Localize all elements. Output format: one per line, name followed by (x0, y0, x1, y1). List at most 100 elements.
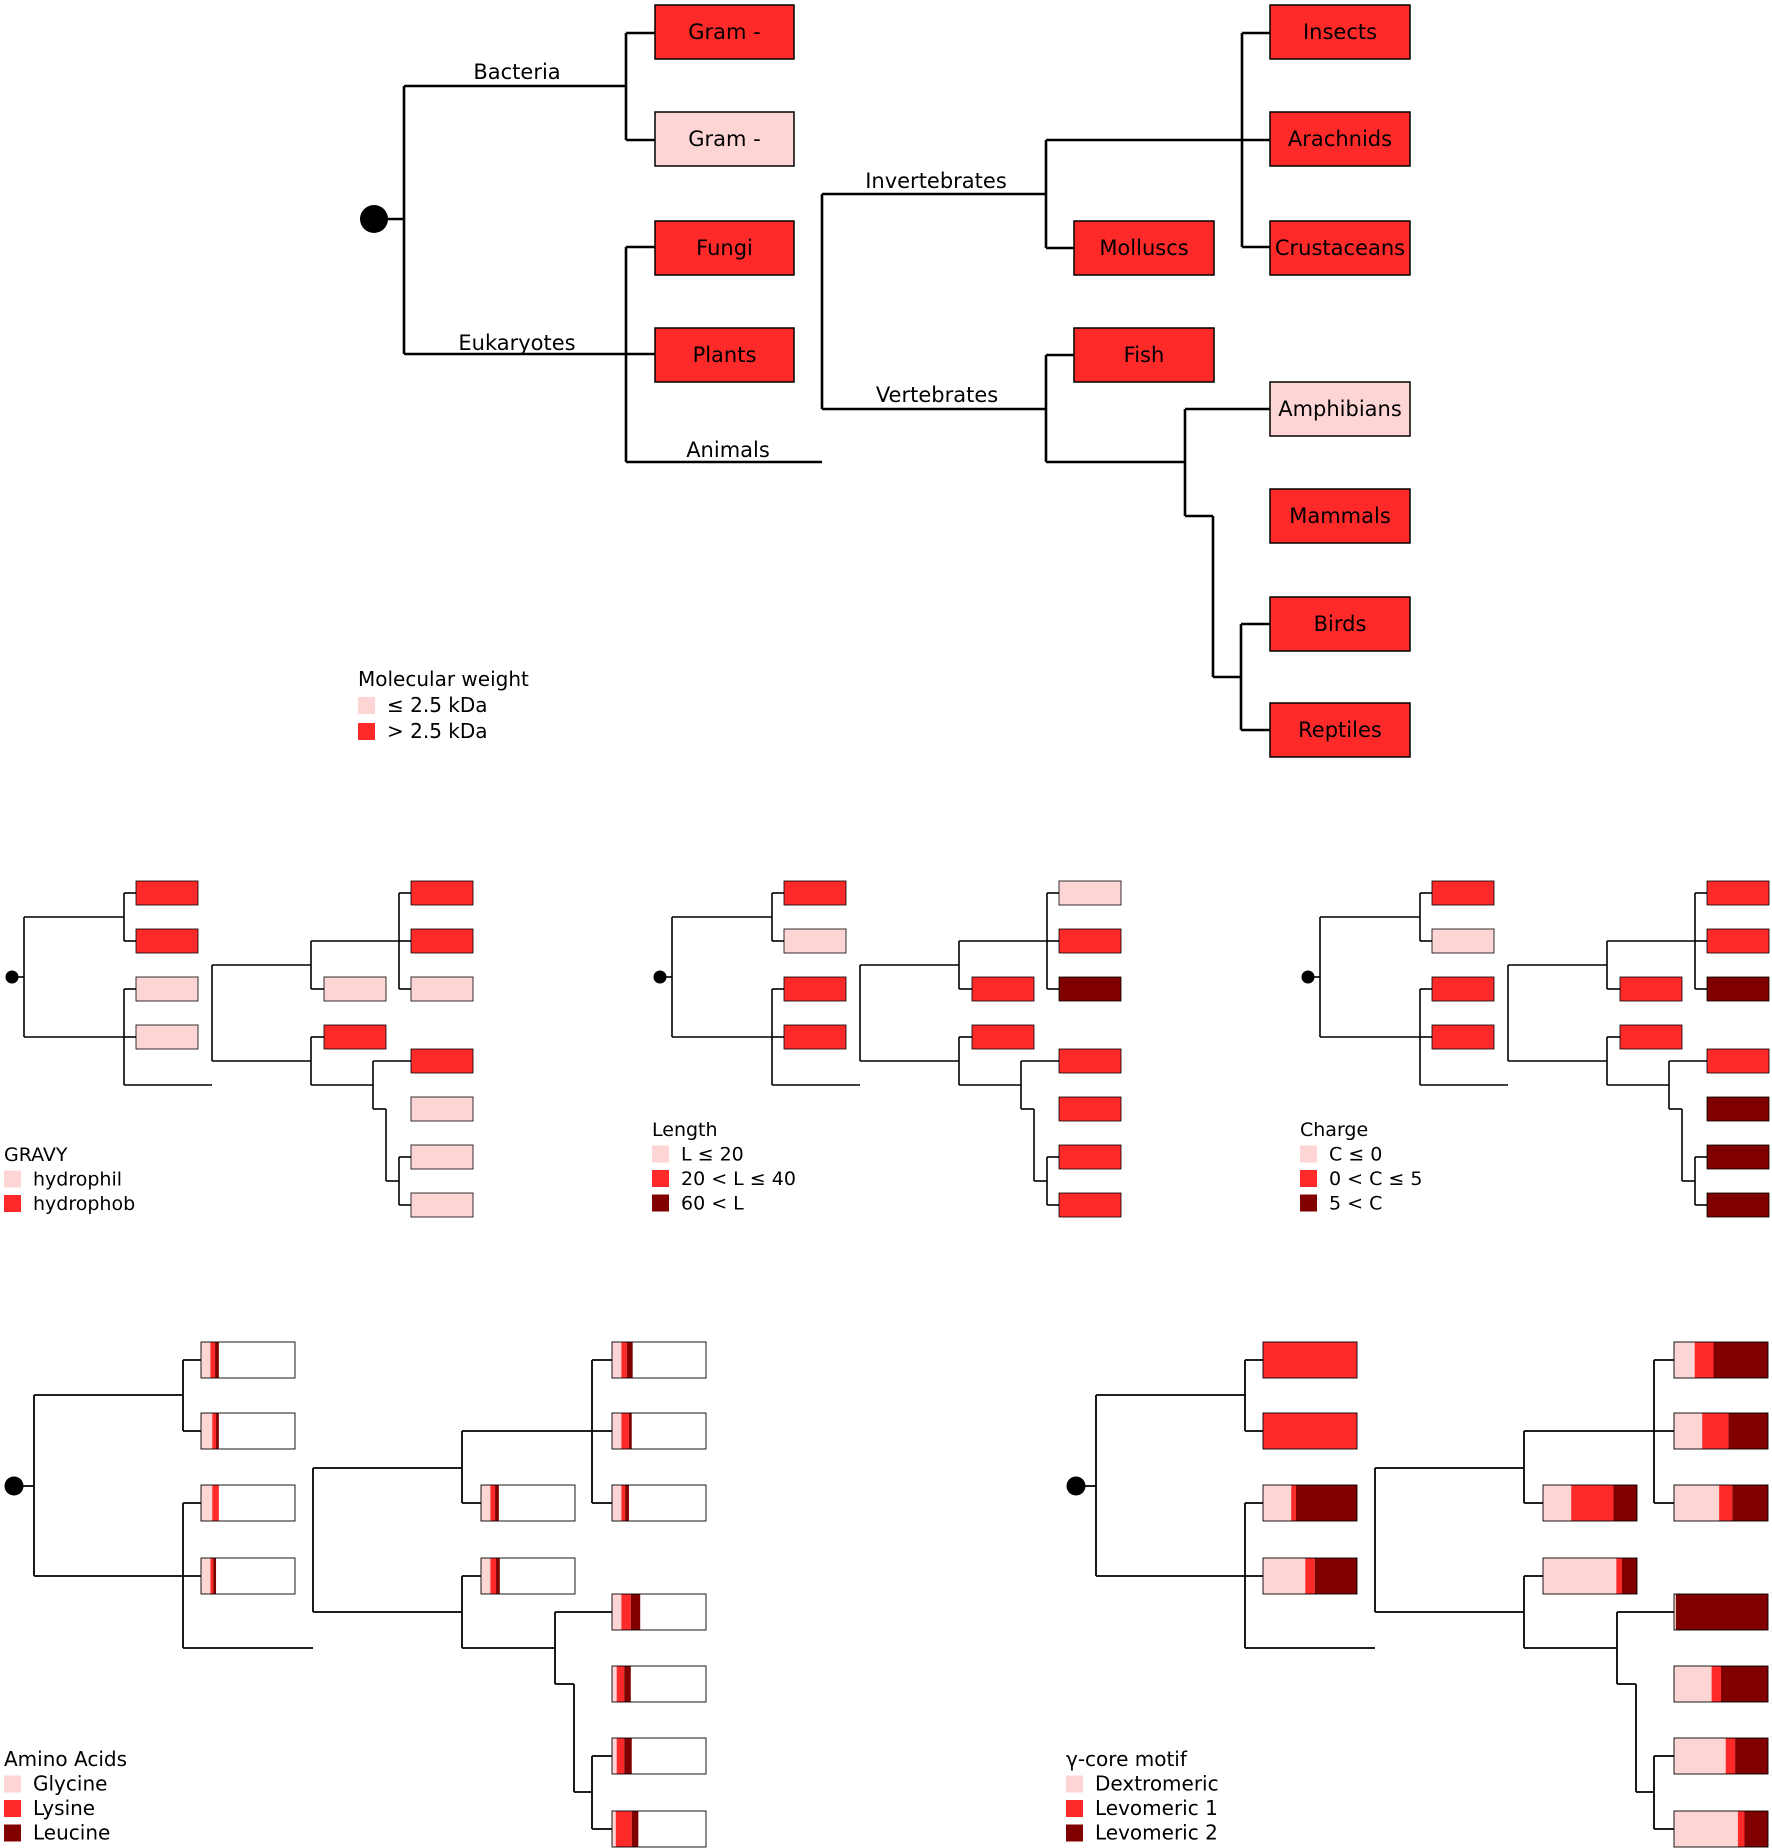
leaf-bar-mammals (1673, 1665, 1769, 1703)
bar-segment-dark (625, 1485, 629, 1521)
legend-swatch (1066, 1775, 1083, 1793)
bar-segment-dark (213, 1558, 217, 1594)
legend-swatch (358, 723, 375, 740)
bar-segment-light (612, 1413, 622, 1449)
legend-label: Glycine (33, 1772, 107, 1796)
bar-segment-dark (1732, 1485, 1768, 1521)
leaf-box-reptiles (1706, 1192, 1770, 1218)
leaf-bar-birds (1673, 1737, 1769, 1775)
leaf-gram-neg-1: Gram - (654, 4, 795, 60)
bar-segment-medium (210, 1342, 216, 1378)
leaf-bar-gram-neg-2 (200, 1412, 296, 1450)
leaf-bar-crustaceans (611, 1484, 707, 1522)
bar-segment-medium (621, 1413, 629, 1449)
branch-label-animals: Animals (686, 438, 770, 462)
bar-segment-dark (1728, 1413, 1768, 1449)
leaf-box-fungi (783, 976, 847, 1002)
leaf-box-birds (1058, 1144, 1122, 1170)
bar-segment-dark (1295, 1485, 1357, 1521)
leaf-box-fish (971, 1024, 1035, 1050)
main-tree-root-node (360, 205, 388, 233)
leaf-box-fish (323, 1024, 387, 1050)
bar-segment-light (1674, 1342, 1695, 1378)
legend-swatch (4, 1775, 21, 1793)
bar-segment-light (1263, 1485, 1292, 1521)
bar-segment-medium (210, 1558, 214, 1594)
bar-segment-dark (630, 1594, 641, 1630)
leaf-bar-fungi (200, 1484, 296, 1522)
bar-segment-medium (1694, 1342, 1714, 1378)
leaf-box-fungi (135, 976, 199, 1002)
leaf-box-plants (135, 1024, 199, 1050)
leaf-label: Gram - (688, 20, 761, 44)
leaf-box-gram-neg-2 (783, 928, 847, 954)
bar-segment-dark (1314, 1558, 1357, 1594)
legend-label: C ≤ 0 (1329, 1144, 1382, 1166)
bar-segment-medium (1719, 1485, 1733, 1521)
legend-swatch (4, 1195, 21, 1212)
leaf-box-crustaceans (410, 976, 474, 1002)
leaf-bar-arachnids (1673, 1412, 1769, 1450)
bar-outline (1262, 1412, 1358, 1450)
bar-segment-light (201, 1342, 211, 1378)
leaf-box-arachnids (410, 928, 474, 954)
bar-segment-medium (1725, 1738, 1736, 1774)
bar-segment-medium (1263, 1413, 1357, 1449)
leaf-box-insects (410, 880, 474, 906)
bar-outline (611, 1412, 707, 1450)
leaf-molluscs: Molluscs (1073, 220, 1215, 276)
bar-segment-medium (1291, 1485, 1296, 1521)
bar-outline (200, 1341, 296, 1379)
leaf-box-gram-neg-1 (783, 880, 847, 906)
bar-segment-light (201, 1413, 213, 1449)
bar-outline (1262, 1557, 1358, 1595)
root-node (4, 1476, 24, 1496)
bar-outline (1673, 1810, 1769, 1848)
bar-segment-light (1674, 1594, 1676, 1630)
bar-segment-medium (615, 1811, 632, 1847)
bar-segment-dark (1735, 1738, 1768, 1774)
bar-segment-light (481, 1485, 491, 1521)
leaf-reptiles: Reptiles (1269, 702, 1411, 758)
leaf-arachnids: Arachnids (1269, 111, 1411, 167)
bar-outline (1542, 1557, 1638, 1595)
legend-label: 5 < C (1329, 1193, 1382, 1215)
leaf-label: Molluscs (1099, 236, 1188, 260)
bar-outline (611, 1593, 707, 1631)
leaf-label: Reptiles (1298, 718, 1382, 742)
leaf-label: Arachnids (1288, 127, 1392, 151)
bar-outline (200, 1557, 296, 1595)
leaf-gram-neg-2: Gram - (654, 111, 795, 167)
legend-label: 20 < L ≤ 40 (681, 1168, 796, 1190)
leaf-box-molluscs (971, 976, 1035, 1002)
bar-segment-light (1674, 1738, 1726, 1774)
leaf-bar-gram-neg-1 (200, 1341, 296, 1379)
leaf-plants: Plants (654, 327, 795, 383)
bar-segment-dark (215, 1342, 219, 1378)
leaf-box-reptiles (1058, 1192, 1122, 1218)
bar-outline (1673, 1665, 1769, 1703)
leaf-bar-reptiles (611, 1810, 707, 1848)
bar-outline (1542, 1484, 1638, 1522)
legend-label: > 2.5 kDa (387, 719, 488, 743)
legend-swatch (4, 1800, 21, 1817)
leaf-box (1269, 702, 1411, 758)
leaf-box-mammals (410, 1096, 474, 1122)
bar-segment-light (1674, 1413, 1703, 1449)
legend-label: L ≤ 20 (681, 1144, 744, 1166)
leaf-box (654, 220, 795, 276)
leaf-box-gram-neg-2 (1431, 928, 1495, 954)
leaf-box-amphibians (1058, 1048, 1122, 1074)
leaf-box (1269, 596, 1411, 652)
bar-segment-dark (1721, 1666, 1768, 1702)
leaf-label: Insects (1303, 20, 1377, 44)
leaf-box-insects (1058, 880, 1122, 906)
bar-segment-light (612, 1811, 616, 1847)
leaf-label: Mammals (1289, 504, 1391, 528)
leaf-box-arachnids (1058, 928, 1122, 954)
legend-label: hydrophob (33, 1193, 135, 1215)
bar-segment-dark (1613, 1485, 1637, 1521)
bar-segment-light (1674, 1485, 1720, 1521)
leaf-bar-mammals (611, 1665, 707, 1703)
leaf-box (1269, 381, 1411, 437)
